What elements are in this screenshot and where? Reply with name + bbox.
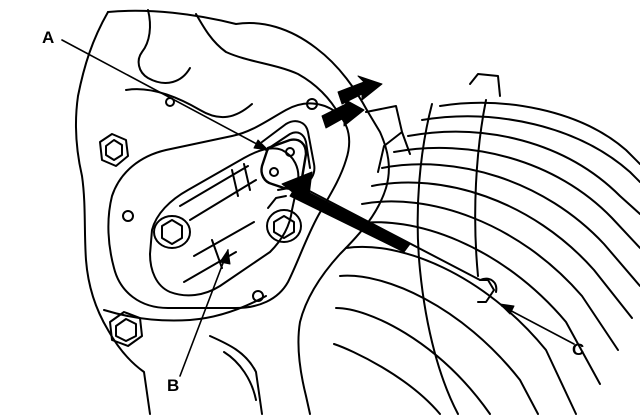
lower-flange xyxy=(223,351,257,401)
pin-hole-upper xyxy=(285,147,295,157)
pin-hole-lower xyxy=(269,167,279,177)
casting-rib-1 xyxy=(195,13,341,117)
hole-2 xyxy=(306,98,318,110)
lower-tab xyxy=(209,335,263,415)
insertion-arrow xyxy=(281,171,411,253)
lower-casting xyxy=(103,295,267,322)
pin-tool-hook xyxy=(479,277,498,293)
bolt-chamber-right xyxy=(266,195,302,243)
mounting-flange xyxy=(107,102,351,309)
leader-c-arrow xyxy=(499,303,515,315)
callout-b: B xyxy=(167,376,180,395)
bolt-upper-left xyxy=(99,133,129,167)
chamber-wall-upper xyxy=(179,163,257,221)
callout-a: A xyxy=(42,28,55,47)
crank-pulley xyxy=(333,73,640,415)
leader-b xyxy=(179,249,229,377)
rotation-arrow-2 xyxy=(321,97,365,129)
leader-c xyxy=(501,305,575,345)
hole-3 xyxy=(252,290,264,302)
pump-chamber xyxy=(149,147,300,297)
casting-rib-2 xyxy=(125,88,253,119)
engine-block-left-edge xyxy=(74,11,151,415)
upper-boss xyxy=(137,9,191,84)
bolt-lower-left xyxy=(109,311,143,347)
pin-housing-inner xyxy=(265,131,311,169)
leader-a xyxy=(61,39,269,151)
leader-a-arrow xyxy=(253,139,269,151)
callout-c: C xyxy=(572,340,585,359)
bolt-chamber-left xyxy=(153,215,191,249)
hole-1 xyxy=(122,210,134,222)
leader-b-arrow xyxy=(219,249,231,265)
pin-tool-shaft xyxy=(295,183,495,303)
